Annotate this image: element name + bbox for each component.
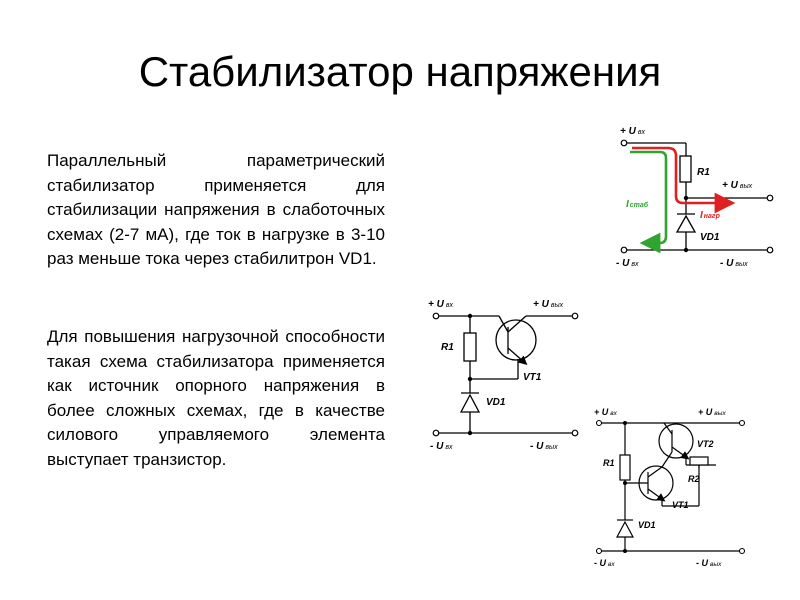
circuit3-resistor-r1: [619, 454, 631, 481]
circuit3-darlington-stabilizer: [599, 422, 742, 552]
circuit2-nodes: [467, 313, 473, 436]
circuit3-nodes: [623, 421, 627, 553]
circuit1-i-load-label: Iнагр: [700, 210, 721, 221]
paragraph-parallel-stabilizer: Параллельный параметрический стабилизато…: [47, 151, 385, 268]
circuit1-nodes: [683, 195, 689, 253]
circuit3-vt2-label: VT2: [697, 439, 714, 449]
circuit3-terminals: [595, 419, 746, 555]
circuit1-i-stab-label: Iстаб: [626, 199, 649, 210]
circuit3-r1-label: R1: [603, 458, 615, 468]
circuit3-vt1-label: VT1: [672, 500, 689, 510]
circuit2-vt1-label: VT1: [523, 372, 542, 383]
circuit2-r1-label: R1: [441, 342, 454, 353]
circuit3-r2-label: R2: [688, 474, 700, 484]
circuit1-resistor-r1: [679, 155, 692, 183]
circuit2-transistor-vt1: [495, 315, 537, 379]
circuit1-vd1-label: VD1: [700, 232, 720, 243]
circuit1-load-current-arrow: [632, 146, 736, 214]
circuit3-vd1-label: VD1: [638, 520, 656, 530]
circuit2-resistor-r1: [463, 332, 477, 362]
circuit3-transistor-vt2: [658, 422, 694, 460]
circuit1-r1-label: R1: [697, 167, 710, 178]
circuit2-terminals: [432, 312, 579, 437]
circuit3-transistor-vt1: [638, 451, 674, 502]
circuit2-transistor-stabilizer: [436, 315, 575, 434]
circuit1-stab-current-arrow: [630, 150, 668, 254]
paragraph-load-capacity: Для повышения нагрузочной способности та…: [47, 327, 385, 469]
circuit3-zener-vd1: [616, 519, 634, 538]
circuit3-resistor-r2: [689, 456, 709, 466]
circuit1-terminals: [620, 139, 774, 254]
circuit2-zener-vd1: [459, 392, 481, 413]
circuit2-vd1-label: VD1: [486, 397, 506, 408]
circuit1-parallel-stabilizer: [624, 142, 770, 251]
slide-title: Стабилизатор напряжения: [138, 48, 662, 95]
circuit1-zener-vd1: [675, 213, 697, 233]
